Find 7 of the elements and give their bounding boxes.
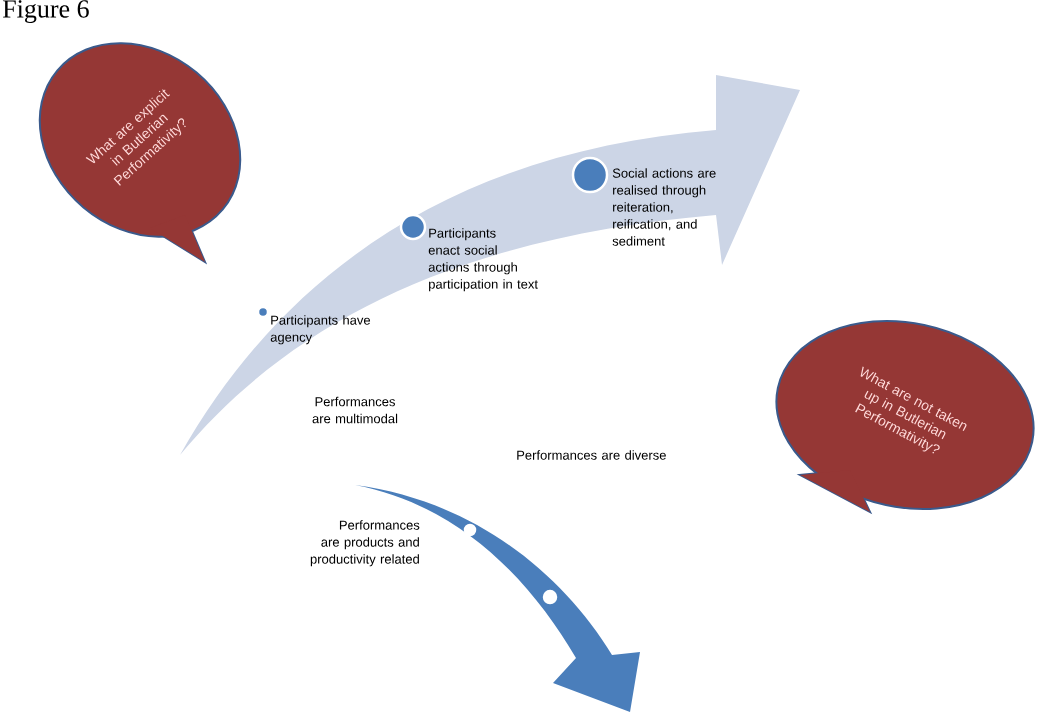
- step-text: Performances are multimodal: [312, 396, 398, 424]
- step-text: Social actions are realised through reiteration, reification, and sediment: [612, 168, 716, 246]
- step-text: Performances are diverse: [517, 450, 666, 460]
- step-text: Performances are products and productivity related: [310, 520, 420, 567]
- step-text: Participants enact social actions through participation in text: [428, 228, 538, 292]
- step-text: Participants have agency: [270, 315, 371, 345]
- figure-title: Figure 6: [2, 0, 89, 24]
